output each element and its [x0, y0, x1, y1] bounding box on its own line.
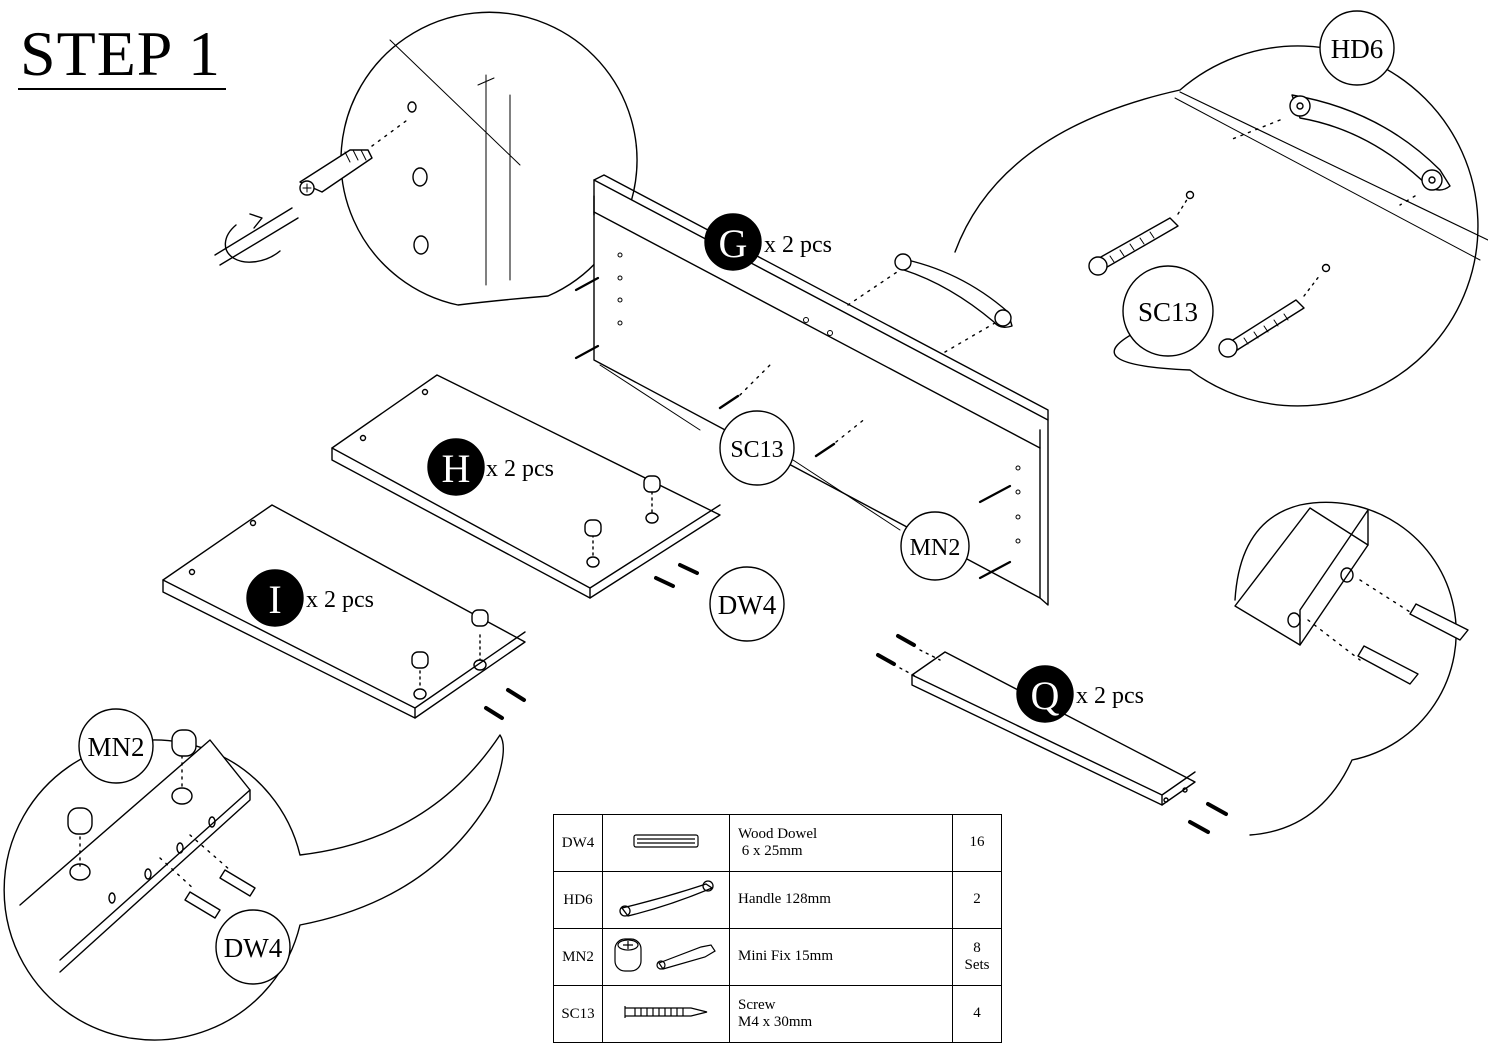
part-code: MN2	[553, 928, 603, 986]
part-quantity-line: 4	[973, 1005, 981, 1022]
callout-mn2: MN2	[900, 511, 970, 581]
detail-circle-right	[1234, 501, 1469, 836]
callout-sc13-detail: SC13	[1122, 265, 1214, 357]
callout-sc13: SC13	[719, 410, 795, 486]
svg-text:SC13: SC13	[730, 437, 783, 463]
svg-text:I: I	[268, 577, 281, 622]
screw-icon	[602, 985, 730, 1043]
badge-h: H x 2 pcs	[427, 438, 554, 496]
callout-dw4: DW4	[709, 566, 785, 642]
part-quantity: 16	[952, 814, 1002, 872]
part-quantity-line: 2	[973, 891, 981, 908]
board-h	[331, 374, 721, 599]
svg-text:x 2 pcs: x 2 pcs	[306, 587, 374, 613]
part-code: HD6	[553, 871, 603, 929]
parts-row-dw4: DW4 Wood Dowel 6 x 25mm 16	[553, 814, 1002, 872]
part-description: Mini Fix 15mm	[729, 928, 953, 986]
part-quantity: 4	[952, 985, 1002, 1043]
part-description: Handle 128mm	[729, 871, 953, 929]
svg-text:DW4: DW4	[718, 590, 777, 620]
part-quantity-line: 16	[969, 834, 985, 851]
badge-g: G x 2 pcs	[704, 213, 832, 271]
callout-mn2-detail: MN2	[78, 708, 154, 784]
board-g	[574, 174, 1049, 606]
svg-text:DW4: DW4	[224, 933, 283, 963]
svg-text:x 2 pcs: x 2 pcs	[1076, 683, 1144, 709]
part-description-line: Screw	[738, 996, 776, 1013]
svg-text:x 2 pcs: x 2 pcs	[764, 232, 832, 258]
detail-circle-top-right	[954, 45, 1488, 407]
handle-icon	[602, 871, 730, 929]
dowel-icon	[602, 814, 730, 872]
badge-q: Q x 2 pcs	[1016, 665, 1144, 723]
detail-circle-top-left	[214, 11, 638, 306]
part-description-line: Wood Dowel	[738, 825, 818, 842]
svg-text:x 2 pcs: x 2 pcs	[486, 456, 554, 482]
svg-text:Q: Q	[1031, 673, 1060, 718]
part-quantity-line: Sets	[964, 957, 990, 973]
part-description-line: Mini Fix 15mm	[738, 948, 834, 965]
svg-text:MN2: MN2	[910, 535, 961, 561]
svg-text:SC13: SC13	[1138, 297, 1198, 327]
part-description-line: 6 x 25mm	[738, 843, 803, 859]
step-title: STEP 1	[20, 18, 221, 89]
svg-text:HD6: HD6	[1331, 34, 1384, 64]
part-quantity-line: 8	[973, 939, 981, 956]
part-quantity: 2	[952, 871, 1002, 929]
part-code: SC13	[553, 985, 603, 1043]
minifix-icon	[602, 928, 730, 986]
part-description-line: M4 x 30mm	[738, 1014, 813, 1030]
svg-text:G: G	[719, 221, 748, 266]
parts-row-hd6: HD6 Handle 128mm 2	[553, 871, 1002, 929]
part-description: Wood Dowel 6 x 25mm	[729, 814, 953, 872]
board-i	[162, 504, 526, 720]
detail-circle-bottom-left	[3, 729, 505, 1041]
rail-q	[876, 634, 1228, 834]
badge-i: I x 2 pcs	[246, 569, 374, 627]
callout-dw4-detail: DW4	[215, 909, 291, 985]
part-code: DW4	[553, 814, 603, 872]
part-description-line: Handle 128mm	[738, 891, 831, 908]
step-title-underline	[18, 88, 226, 90]
svg-text:H: H	[442, 446, 471, 491]
callout-hd6: HD6	[1319, 10, 1395, 86]
svg-text:MN2: MN2	[87, 732, 144, 762]
